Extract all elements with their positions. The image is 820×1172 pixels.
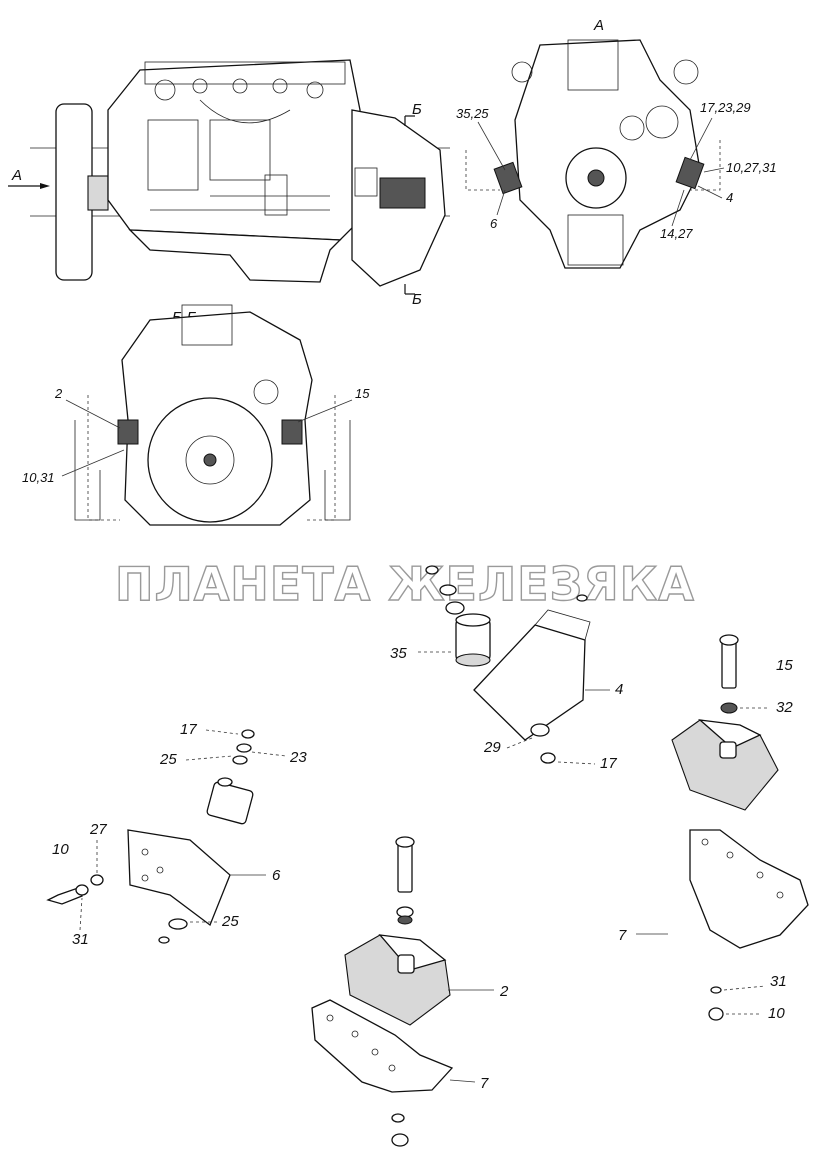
label-2-exploded: 2: [499, 983, 509, 1000]
label-35: 35: [390, 645, 407, 662]
label-10-a: 10: [52, 841, 69, 858]
bracket-7-a: [311, 999, 454, 1093]
label-7-b: 7: [618, 927, 627, 944]
valve-cover: [144, 61, 346, 85]
rear-mount-side: [379, 177, 426, 209]
engine-front-view: А 35,25 6 17,23,29 10,27,31 4 14,27: [456, 17, 777, 269]
label-35-25: 35,25: [456, 106, 489, 121]
label-4: 4: [726, 190, 733, 205]
label-25-a: 25: [159, 751, 177, 768]
bracket-7-b: [689, 829, 809, 949]
label-29: 29: [483, 739, 501, 756]
exploded-front-right-mount: 35 4 29 17: [390, 565, 623, 772]
label-31-a: 31: [72, 931, 89, 948]
label-17-b: 17: [180, 721, 197, 738]
rear-intake: [181, 304, 233, 346]
rubber-cushion-23: [206, 781, 254, 825]
rear-frame-dashes: [87, 395, 336, 521]
label-4-exploded: 4: [615, 681, 623, 698]
label-10-31: 10,31: [22, 470, 55, 485]
exploded-front-left-mount: 17 25 23 6 25 27 10 31: [46, 721, 307, 948]
label-6: 6: [490, 216, 498, 231]
frame-brackets: [465, 140, 721, 191]
bracket-4: [473, 624, 586, 741]
cylinder-head-details: [147, 78, 330, 216]
front-mount-side: [87, 175, 109, 211]
rear-frame-rails: [74, 420, 351, 521]
label-17-a: 17: [600, 755, 617, 772]
front-view-title: А: [593, 17, 604, 34]
label-32: 32: [776, 699, 793, 716]
label-7-a: 7: [480, 1075, 489, 1092]
front-oil-pan: [567, 214, 624, 266]
label-view-a: А: [11, 167, 22, 184]
label-10-27-31: 10,27,31: [726, 160, 777, 175]
label-25-b: 25: [221, 913, 239, 930]
label-17-23-29: 17,23,29: [700, 100, 751, 115]
label-10-b: 10: [768, 1005, 785, 1022]
label-14-27: 14,27: [660, 226, 693, 241]
watermark: ПЛАНЕТА ЖЕЛЕЗЯКА: [115, 557, 695, 611]
label-section-bottom: Б: [412, 291, 422, 308]
label-section-top: Б: [412, 101, 422, 118]
oil-pan: [128, 229, 342, 283]
engine-rear-view: Б-Б 2 15 10,31: [22, 304, 370, 526]
exploded-rear-center-mount: 2 7: [311, 836, 509, 1147]
bolt-15: [721, 639, 737, 689]
label-15-exploded: 15: [776, 657, 793, 674]
pulley: [55, 103, 93, 281]
exploded-rear-right-mount: 15 32 7 31 10: [618, 634, 809, 1022]
front-intake: [567, 39, 619, 91]
rear-left-mount: [117, 419, 139, 445]
front-left-mount: [493, 161, 523, 195]
bracket-6: [127, 829, 231, 927]
label-6-exploded: 6: [272, 867, 281, 884]
arrow-head: [40, 183, 50, 189]
label-23: 23: [289, 749, 307, 766]
label-31-b: 31: [770, 973, 787, 990]
front-right-mount: [675, 156, 705, 190]
engine-side-view: А Б Б: [8, 59, 450, 308]
label-15: 15: [355, 386, 370, 401]
rear-right-mount: [281, 419, 303, 445]
label-2: 2: [54, 386, 63, 401]
label-27: 27: [89, 821, 107, 838]
bolt-vertical: [397, 841, 413, 893]
